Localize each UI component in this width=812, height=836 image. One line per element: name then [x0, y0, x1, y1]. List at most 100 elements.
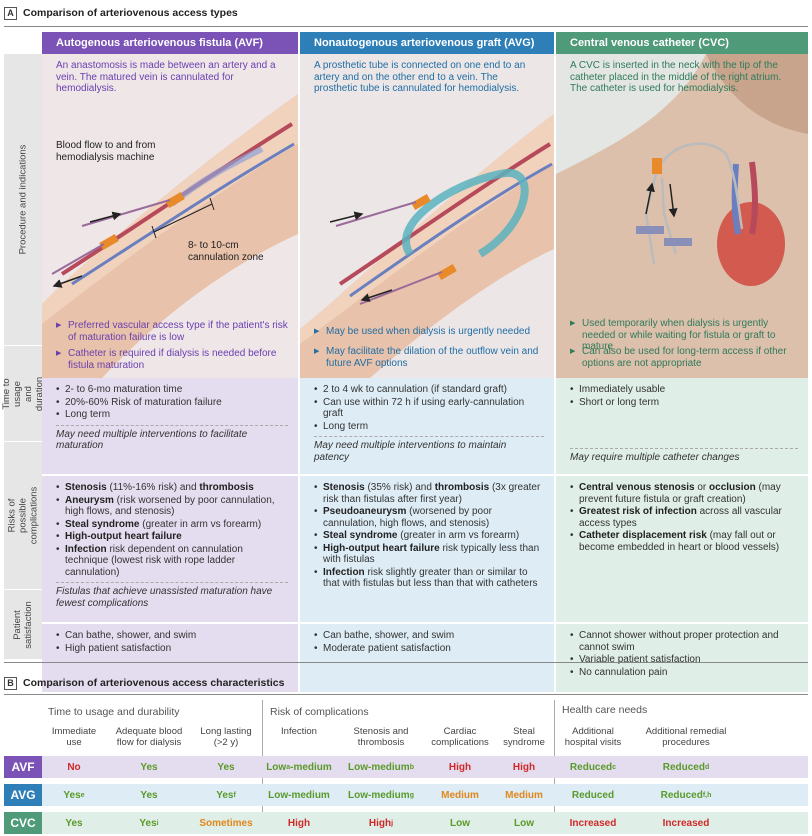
table-cell: High	[448, 761, 472, 773]
avf-time-note: May need multiple interventions to facil…	[56, 424, 288, 452]
row-label: CVC	[4, 812, 42, 834]
table-cell: High	[287, 817, 311, 829]
panel-a-bottom-rule	[4, 662, 808, 663]
avf-risk-note: Fistulas that achieve unassisted maturat…	[56, 582, 288, 609]
avg-bullet-1: May be used when dialysis is urgently ne…	[314, 326, 544, 338]
row-label-procedure: Procedure and indications	[4, 54, 42, 346]
cvc-chest-illustration	[556, 54, 808, 378]
panel-a-rule	[4, 26, 808, 27]
table-cell: Yes	[140, 789, 158, 801]
cvc-time-cell: Immediately usable Short or long term Ma…	[556, 378, 808, 474]
avf-risk-1: Stenosis (11%-16% risk) and thrombosis	[56, 482, 288, 494]
group-time: Time to usage and durability	[48, 706, 180, 718]
cvc-time-1: Immediately usable	[570, 384, 798, 396]
row-label-time: Time to usage and duration	[1, 346, 45, 442]
avg-risk-1: Stenosis (35% risk) and thrombosis (3x g…	[314, 482, 544, 505]
avf-risk-3: Steal syndrome (greater in arm vs forear…	[56, 519, 288, 531]
panel-b-rule	[4, 694, 808, 695]
panel-b-letter: B	[4, 676, 17, 690]
row-label-risks: Risks of possible complications	[4, 442, 42, 590]
group-health: Health care needs	[562, 704, 648, 716]
row-label-satisfaction: Patient satisfaction	[4, 590, 42, 660]
cvc-risks-cell: Central venous stenosis or occlusion (ma…	[556, 474, 808, 622]
avg-time-note: May need multiple interventions to maint…	[314, 436, 544, 463]
group-risk: Risk of complications	[270, 706, 369, 718]
avf-time-3: Long term	[56, 409, 288, 421]
cvc-procedure-cell: A CVC is inserted in the neck with the t…	[556, 54, 808, 378]
avg-bullet-2: May facilitate the dilation of the outfl…	[314, 346, 544, 369]
table-cell: Low	[514, 817, 534, 829]
row-label: AVF	[4, 756, 42, 778]
avf-bullet-2: Catheter is required if dialysis is need…	[56, 348, 288, 371]
avf-description: An anastomosis is made between an artery…	[56, 60, 276, 94]
avg-time-cell: 2 to 4 wk to cannulation (if standard gr…	[300, 378, 554, 474]
avf-risk-2: Aneurysm (risk worsened by poor cannulat…	[56, 495, 288, 518]
col-header-steal: Steal syndrome	[503, 726, 545, 748]
avf-satisfaction-cell: Can bathe, shower, and swim High patient…	[42, 622, 298, 692]
cvc-bullet-2: Can also be used for long-term access if…	[570, 346, 798, 369]
col-header-infection: Infection	[281, 726, 317, 737]
panel-a-letter: A	[4, 6, 17, 20]
avg-risk-3: Steal syndrome (greater in arm vs forear…	[314, 530, 544, 542]
cvc-sat-2: Variable patient satisfaction	[570, 654, 798, 666]
avf-sat-2: High patient satisfaction	[56, 643, 288, 655]
row-label: AVG	[4, 784, 42, 806]
avg-risks-cell: Stenosis (35% risk) and thrombosis (3x g…	[300, 474, 554, 622]
table-cell: Reduced	[571, 789, 615, 801]
avg-description: A prosthetic tube is connected on one en…	[314, 60, 526, 94]
avg-procedure-cell: A prosthetic tube is connected on one en…	[300, 54, 554, 378]
avg-time-1: 2 to 4 wk to cannulation (if standard gr…	[314, 384, 544, 396]
avf-sat-1: Can bathe, shower, and swim	[56, 630, 288, 642]
avf-risk-5: Infection risk dependent on cannulation …	[56, 544, 288, 579]
cvc-satisfaction-cell: Cannot shower without proper protection …	[556, 622, 808, 692]
avf-time-cell: 2- to 6-mo maturation time 20%-60% Risk …	[42, 378, 298, 474]
col-header-remedial: Additional remedial procedures	[645, 726, 727, 748]
avf-time-2: 20%-60% Risk of maturation failure	[56, 397, 288, 409]
panel-a-header: A Comparison of arteriovenous access typ…	[4, 4, 238, 22]
panel-b-title: Comparison of arteriovenous access chara…	[23, 677, 285, 689]
table-cell: Yes	[140, 761, 158, 773]
table-cell: Low-medium	[268, 789, 330, 801]
avg-column: Nonautogenous arteriovenous graft (AVG) …	[300, 32, 554, 692]
table-cell: Yes	[217, 761, 235, 773]
cvc-header: Central venous catheter (CVC)	[556, 32, 808, 54]
col-header-hospital-visits: Additional hospital visits	[564, 726, 622, 748]
table-cell: Increased	[569, 817, 617, 829]
avf-bullet-1: Preferred vascular access type if the pa…	[56, 320, 288, 343]
avg-risk-5: Infection risk slightly greater than or …	[314, 567, 544, 590]
col-header-immediate-use: Immediate use	[51, 726, 97, 748]
avf-risk-4: High-output heart failure	[56, 531, 288, 543]
cvc-risk-1: Central venous stenosis or occlusion (ma…	[570, 482, 798, 505]
avf-procedure-cell: An anastomosis is made between an artery…	[42, 54, 298, 378]
table-cell: High	[512, 761, 536, 773]
avf-zone-annotation: 8- to 10-cm cannulation zone	[188, 240, 264, 263]
col-header-cardiac: Cardiac complications	[431, 726, 489, 748]
cvc-time-2: Short or long term	[570, 397, 798, 409]
avf-arm-illustration	[42, 94, 298, 378]
avf-risks-cell: Stenosis (11%-16% risk) and thrombosis A…	[42, 474, 298, 622]
cvc-description: A CVC is inserted in the neck with the t…	[570, 60, 782, 94]
table-cell: No	[67, 761, 81, 773]
table-cell: Medium	[441, 789, 479, 801]
col-header-long-lasting: Long lasting (>2 y)	[200, 726, 252, 748]
avg-time-3: Long term	[314, 421, 544, 433]
table-cell: Increased	[662, 817, 710, 829]
avf-flow-annotation: Blood flow to and from hemodialysis mach…	[56, 140, 156, 163]
panel-a-title: Comparison of arteriovenous access types	[23, 7, 238, 19]
avg-sat-1: Can bathe, shower, and swim	[314, 630, 544, 642]
cvc-risk-3: Catheter displacement risk (may fall out…	[570, 530, 798, 553]
avf-time-1: 2- to 6-mo maturation time	[56, 384, 288, 396]
table-cell: Sometimes	[199, 817, 253, 829]
avg-arm-illustration	[300, 114, 554, 378]
